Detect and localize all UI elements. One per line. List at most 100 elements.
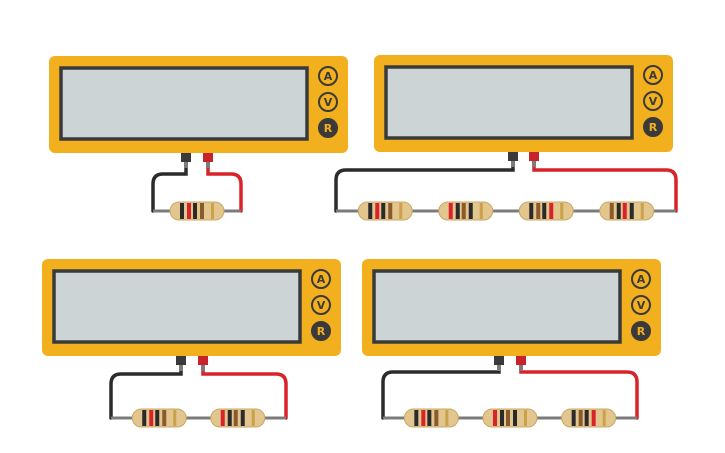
- multimeter-setup-p4: AVR: [362, 259, 661, 428]
- resistor-band: [142, 410, 147, 426]
- mode-button-label: V: [317, 299, 326, 312]
- resistor-band: [616, 203, 621, 219]
- resistor-band-gold: [211, 203, 214, 219]
- resistor-band-gold: [445, 410, 449, 426]
- red-wire: [519, 368, 639, 420]
- red-wire: [532, 164, 678, 213]
- resistor-band: [427, 410, 432, 426]
- mode-button-label: A: [317, 273, 326, 286]
- mode-button-circle[interactable]: [318, 118, 338, 138]
- resistor-band: [500, 410, 504, 426]
- black-probe-pin: [184, 162, 188, 168]
- multimeter-setup-p1: AVR: [49, 56, 348, 221]
- resistor: [561, 408, 617, 428]
- mode-button-a[interactable]: A: [318, 66, 338, 86]
- red-wire: [206, 165, 243, 213]
- black-wire: [381, 368, 501, 420]
- resistor-band: [414, 410, 419, 426]
- mode-button-r[interactable]: R: [311, 321, 331, 341]
- mode-button-label: A: [637, 273, 646, 286]
- mode-button-label: R: [324, 122, 333, 135]
- mode-button-circle[interactable]: [631, 269, 651, 289]
- resistor-band: [542, 203, 547, 219]
- red-probe-pin: [206, 162, 210, 168]
- black-probe-plug: [176, 356, 186, 365]
- mode-button-label: R: [317, 325, 326, 338]
- resistor-band: [233, 410, 238, 426]
- resistor-band: [506, 410, 510, 426]
- mode-button-circle[interactable]: [643, 117, 663, 137]
- mode-button-v[interactable]: V: [311, 295, 331, 315]
- mode-button-a[interactable]: A: [643, 65, 663, 85]
- red-probe: [529, 152, 539, 167]
- mode-button-a[interactable]: A: [631, 269, 651, 289]
- red-probe-plug: [203, 153, 213, 162]
- resistor-band-gold: [399, 203, 403, 219]
- mode-button-circle[interactable]: [318, 66, 338, 86]
- multimeter-setup-p3: AVR: [42, 259, 341, 428]
- resistor-band: [381, 203, 386, 219]
- mode-button-circle[interactable]: [311, 295, 331, 315]
- resistor-band: [200, 203, 204, 219]
- mode-button-r[interactable]: R: [643, 117, 663, 137]
- mode-button-v[interactable]: V: [631, 295, 651, 315]
- black-probe-plug: [181, 153, 191, 162]
- red-probe: [198, 356, 208, 371]
- mode-button-circle[interactable]: [643, 65, 663, 85]
- resistor: [357, 201, 413, 221]
- resistor-band: [584, 410, 589, 426]
- resistor-band-gold: [251, 410, 255, 426]
- black-probe: [494, 356, 504, 371]
- resistor-band: [388, 203, 393, 219]
- resistor-band: [187, 203, 191, 219]
- resistor-band-gold: [560, 203, 564, 219]
- resistor-band: [180, 203, 184, 219]
- resistor: [438, 201, 494, 221]
- resistor-band: [448, 203, 453, 219]
- resistor-band: [421, 410, 426, 426]
- resistor: [482, 408, 538, 428]
- resistor-band: [375, 203, 380, 219]
- mode-button-circle[interactable]: [318, 92, 338, 112]
- resistor: [599, 201, 655, 221]
- mode-button-label: R: [649, 121, 658, 134]
- mode-button-circle[interactable]: [311, 269, 331, 289]
- resistor-band: [493, 410, 497, 426]
- red-probe-plug: [198, 356, 208, 365]
- resistor-band-gold: [173, 410, 177, 426]
- black-probe-pin: [497, 365, 501, 371]
- resistor-band: [468, 203, 473, 219]
- multimeter-screen: [59, 66, 309, 141]
- resistor-band-gold: [602, 410, 606, 426]
- resistor-band: [227, 410, 232, 426]
- resistor-band: [193, 203, 197, 219]
- black-wire: [151, 165, 188, 213]
- mode-button-a[interactable]: A: [311, 269, 331, 289]
- mode-button-circle[interactable]: [631, 321, 651, 341]
- red-probe-pin: [532, 161, 536, 167]
- resistor-band-gold: [524, 410, 527, 426]
- black-probe-plug: [508, 152, 518, 161]
- mode-button-v[interactable]: V: [643, 91, 663, 111]
- red-probe-plug: [516, 356, 526, 365]
- resistor-band: [455, 203, 460, 219]
- resistor: [403, 408, 459, 428]
- resistor-band: [578, 410, 583, 426]
- mode-button-label: V: [649, 95, 658, 108]
- mode-button-v[interactable]: V: [318, 92, 338, 112]
- resistor-band: [368, 203, 373, 219]
- mode-button-circle[interactable]: [631, 295, 651, 315]
- red-probe-pin: [201, 365, 205, 371]
- resistor-band: [571, 410, 576, 426]
- red-wire: [201, 368, 288, 420]
- mode-button-circle[interactable]: [643, 91, 663, 111]
- resistor-band: [591, 410, 596, 426]
- red-probe-pin: [519, 365, 523, 371]
- mode-button-circle[interactable]: [311, 321, 331, 341]
- resistor-band: [149, 410, 154, 426]
- resistor-band: [513, 410, 517, 426]
- mode-button-r[interactable]: R: [631, 321, 651, 341]
- mode-button-r[interactable]: R: [318, 118, 338, 138]
- mode-button-label: A: [324, 70, 333, 83]
- resistor-band-gold: [479, 203, 483, 219]
